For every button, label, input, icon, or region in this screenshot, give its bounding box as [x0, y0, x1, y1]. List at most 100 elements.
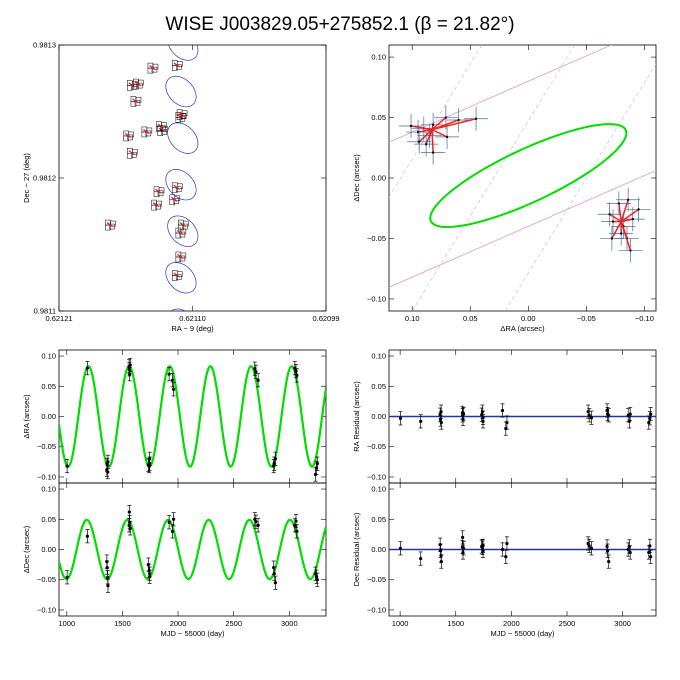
x-tick-label: 1000 [58, 619, 75, 628]
x-axis-label: RA − 9 (deg) [171, 324, 214, 333]
data-point [273, 457, 277, 461]
data-point [637, 208, 640, 211]
epoch-box [131, 84, 137, 90]
y-tick-label: −0.05 [37, 575, 56, 584]
epoch-cluster [133, 78, 144, 90]
epoch-box [171, 65, 178, 71]
epoch-box [131, 151, 137, 158]
residual-point [418, 551, 423, 566]
residual-line [431, 118, 477, 131]
x-tick-label: 2500 [225, 619, 242, 628]
y-tick-label: 0.05 [41, 515, 56, 524]
y-tick-label: 0.9811 [34, 307, 56, 316]
data-point [128, 520, 132, 524]
x-tick-label: 3000 [281, 619, 298, 628]
residual-line [417, 128, 433, 133]
parallax-point [399, 114, 433, 139]
x-tick-label: 0.00 [521, 314, 536, 323]
residual-point [628, 407, 633, 422]
x-tick-label: 2000 [503, 619, 520, 628]
plot-area-sky [105, 45, 199, 311]
plot-area-dec_resid [389, 530, 656, 569]
data-point [167, 520, 171, 524]
epoch-cluster [105, 219, 116, 231]
epoch-box [151, 204, 157, 211]
epoch-box [175, 274, 182, 280]
parallax-point [431, 124, 460, 149]
data-point [589, 546, 594, 550]
measurement [105, 454, 110, 469]
parallax-point [599, 221, 624, 251]
parallax-point [421, 129, 446, 165]
data-point [438, 549, 443, 553]
epoch-box [175, 64, 182, 70]
residual-line [611, 221, 622, 239]
residual-point [460, 530, 465, 545]
data-point [254, 520, 258, 524]
y-tick-label: 0.9813 [33, 41, 56, 50]
data-point [439, 559, 443, 564]
residual-point [398, 541, 403, 556]
y-tick-label: 0.10 [371, 485, 386, 494]
data-point [128, 372, 132, 376]
epoch-line [173, 272, 181, 278]
data-point [254, 370, 258, 374]
data-point [65, 575, 69, 579]
epoch-box [147, 67, 154, 74]
data-point [500, 547, 505, 552]
x-tick-label: −0.10 [635, 314, 654, 323]
epoch-line [143, 128, 150, 134]
data-point [505, 420, 509, 425]
plot-area-parallax [389, 45, 656, 311]
parallax-point [421, 112, 446, 137]
epoch-box [156, 126, 162, 132]
epoch-box [179, 231, 186, 238]
dashed-guide [389, 45, 483, 198]
data-point [295, 529, 299, 533]
data-point [480, 410, 485, 414]
y-tick-label: 0.05 [371, 113, 386, 122]
data-point [272, 566, 276, 570]
data-point [500, 408, 505, 413]
epoch-line [134, 81, 142, 87]
data-point [170, 378, 175, 382]
y-tick-label: 0.00 [41, 412, 56, 421]
parallax-ellipse [429, 123, 628, 229]
measurement [273, 451, 278, 466]
data-point [127, 510, 131, 514]
measurement [171, 382, 176, 397]
data-point [607, 559, 611, 564]
data-point [461, 417, 465, 421]
epoch-box [157, 130, 163, 136]
epoch-box [169, 199, 176, 206]
data-point [147, 569, 151, 573]
plot-frame [58, 44, 327, 312]
epoch-cluster [156, 121, 167, 132]
residual-point [500, 403, 505, 418]
y-tick-label: 0.10 [41, 352, 56, 361]
epoch-box [155, 203, 161, 210]
x-tick-label: 1000 [392, 619, 409, 628]
y-axis-label: ΔDec (arcsec) [22, 525, 31, 573]
data-point [256, 378, 260, 382]
epoch-cluster [176, 109, 188, 120]
residual-line [618, 203, 622, 222]
x-tick-label: 0.62099 [312, 314, 339, 323]
data-point [605, 544, 609, 549]
residual-point [439, 554, 444, 569]
data-point [481, 419, 485, 423]
residual-point [587, 408, 592, 423]
y-tick-label: 0.00 [41, 545, 56, 554]
data-point [629, 249, 632, 252]
measurement [128, 358, 133, 373]
epoch-cluster [178, 219, 189, 231]
epoch-box [133, 83, 139, 90]
parallax-point [406, 120, 433, 145]
epoch-box [175, 256, 182, 263]
residual-point [398, 411, 403, 426]
data-point [105, 566, 109, 570]
x-tick-label: −0.05 [577, 314, 596, 323]
